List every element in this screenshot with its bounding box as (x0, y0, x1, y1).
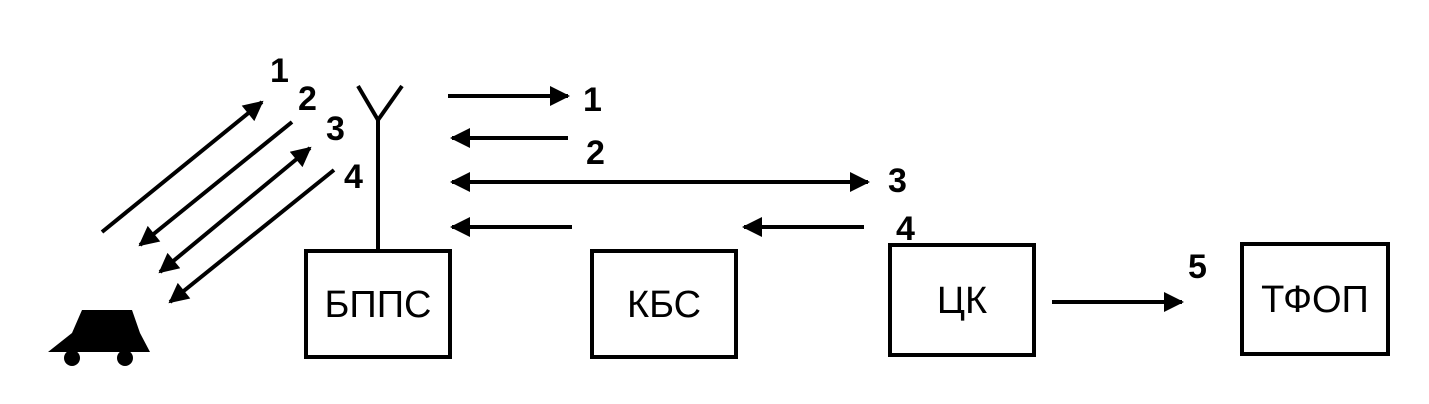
diagonal-label-2: 2 (298, 80, 317, 118)
block-bpps: БППС (304, 249, 452, 359)
block-tfop: ТФОП (1240, 242, 1390, 356)
radio-links (100, 100, 336, 304)
horizontal-label-3: 3 (888, 162, 907, 200)
block-tfop-label: ТФОП (1261, 279, 1369, 321)
car-icon (48, 310, 150, 366)
radio-link-3 (158, 146, 312, 274)
block-bpps-label: БППС (324, 284, 431, 326)
horizontal-label-4: 4 (896, 210, 915, 248)
diagonal-label-1: 1 (270, 52, 289, 90)
antenna-icon (356, 84, 404, 250)
block-kbs-label: КБС (627, 284, 701, 326)
block-ck-label: ЦК (937, 280, 987, 322)
block-ck: ЦК (888, 243, 1036, 357)
block-kbs: КБС (590, 249, 738, 359)
diagonal-label-3: 3 (326, 110, 345, 148)
diagonal-label-4: 4 (344, 158, 363, 196)
horizontal-label-2: 2 (586, 134, 605, 172)
radio-link-4 (168, 168, 336, 304)
link-label-5: 5 (1188, 248, 1207, 286)
horizontal-label-1: 1 (583, 81, 602, 119)
signaling-arrows (448, 86, 870, 237)
